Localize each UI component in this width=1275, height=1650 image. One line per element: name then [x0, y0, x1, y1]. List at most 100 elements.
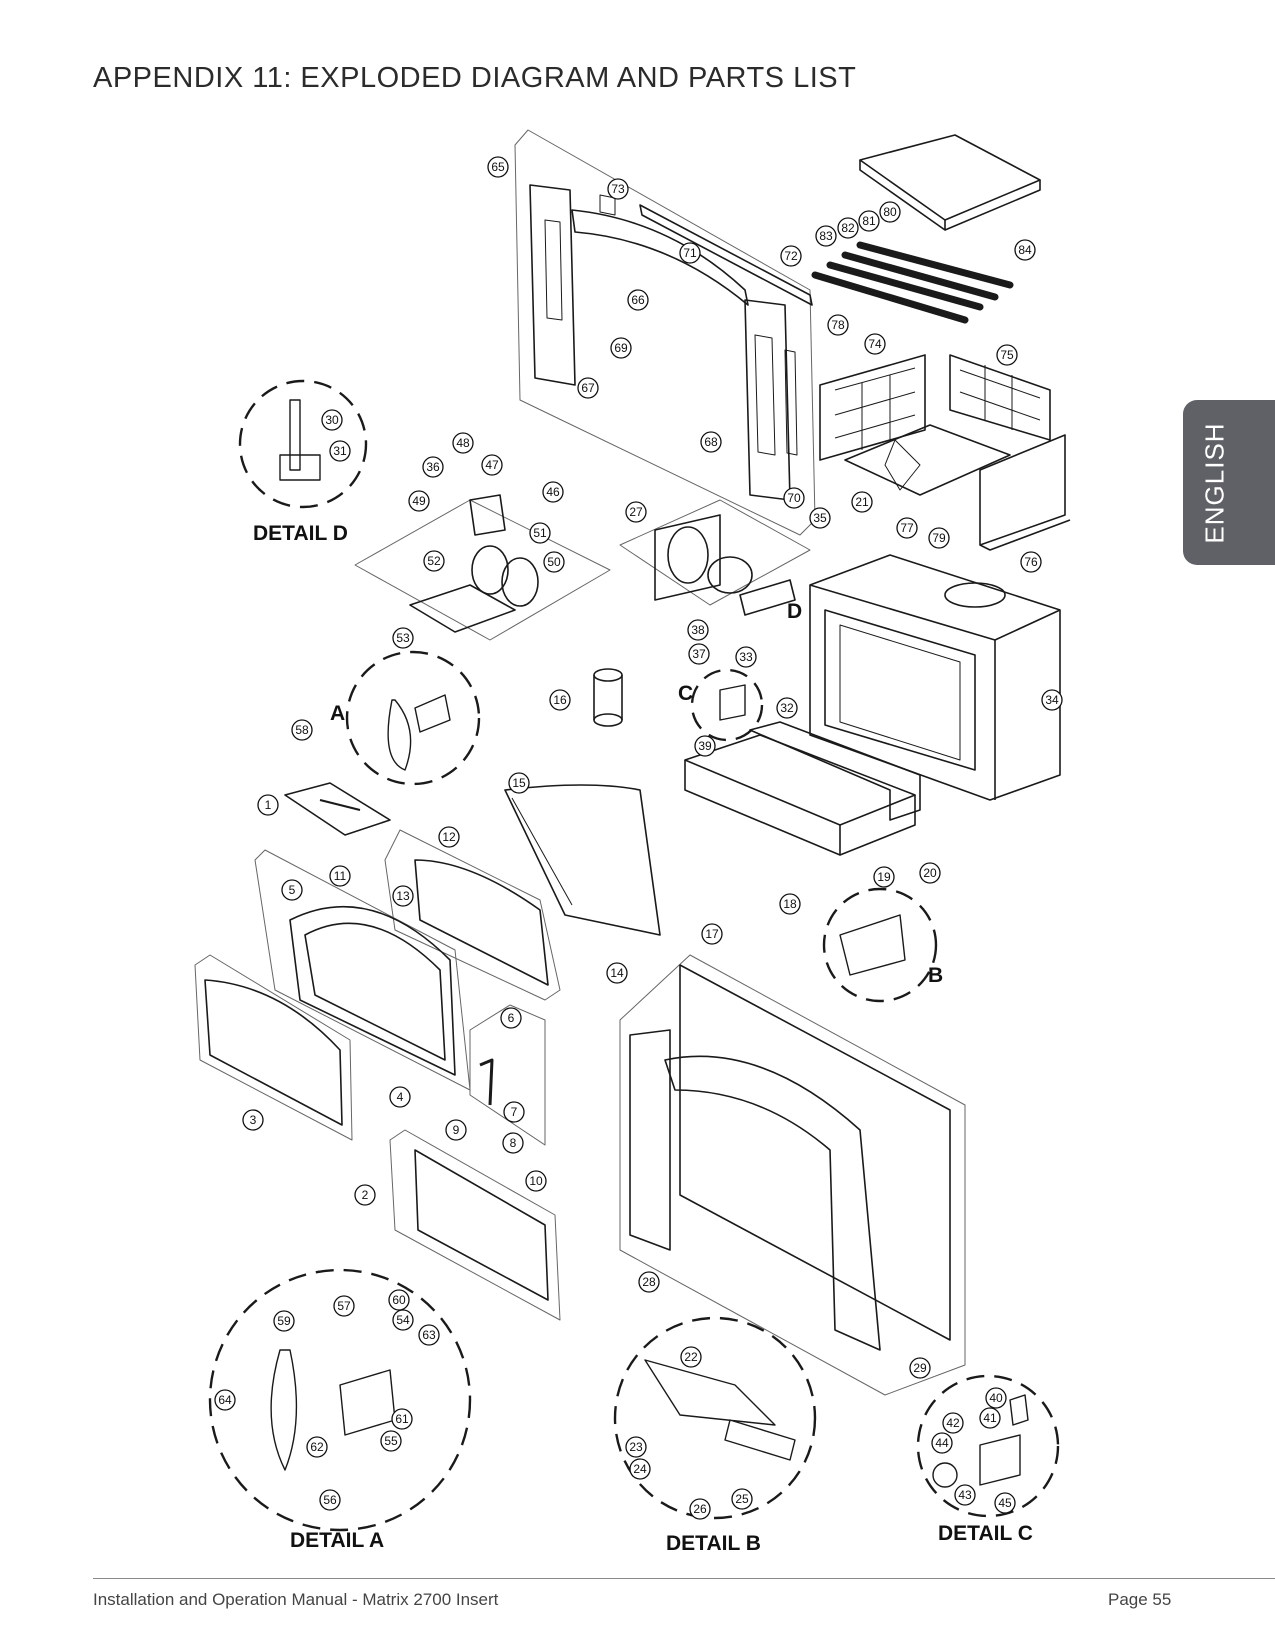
- callout-number: 9: [453, 1123, 460, 1137]
- callout-13: 13: [392, 885, 414, 907]
- top-plate-and-logs: [811, 134, 1041, 324]
- callout-number: 5: [289, 883, 296, 897]
- callout-number: 33: [739, 650, 753, 664]
- callout-balloon: [333, 1295, 355, 1317]
- callout-79: 79: [928, 527, 950, 549]
- callout-17: 17: [701, 923, 723, 945]
- callout-28: 28: [638, 1271, 660, 1293]
- callout-balloon: [994, 1492, 1016, 1514]
- callout-number: 42: [946, 1416, 960, 1430]
- callout-7: 7: [503, 1101, 525, 1123]
- callout-balloon: [780, 245, 802, 267]
- callout-balloon: [392, 627, 414, 649]
- callout-balloon: [873, 866, 895, 888]
- callout-balloon: [606, 962, 628, 984]
- callout-number: 84: [1018, 243, 1032, 257]
- callout-number: 11: [334, 869, 347, 883]
- callout-37: 37: [688, 643, 710, 665]
- callout-53: 53: [392, 627, 414, 649]
- callout-number: 35: [813, 511, 827, 525]
- footer-manual-title: Installation and Operation Manual - Matr…: [93, 1590, 499, 1609]
- callout-balloon: [503, 1101, 525, 1123]
- callout-number: 66: [631, 293, 645, 307]
- callout-number: 15: [512, 776, 526, 790]
- callout-3: 3: [242, 1109, 264, 1131]
- callout-number: 17: [705, 927, 719, 941]
- callout-number: 68: [704, 435, 718, 449]
- glass-frame: [384, 829, 561, 1001]
- callout-balloon: [779, 893, 801, 915]
- callout-balloon: [281, 879, 303, 901]
- callout-82: 82: [837, 217, 859, 239]
- callout-number: 36: [426, 460, 440, 474]
- callout-balloon: [508, 772, 530, 794]
- callout-number: 39: [698, 739, 712, 753]
- surround-assembly: [514, 129, 816, 536]
- handle-assembly: [469, 1004, 546, 1146]
- callout-84: 84: [1014, 239, 1036, 261]
- callout-60: 60: [388, 1289, 410, 1311]
- callout-balloon: [502, 1132, 524, 1154]
- callout-number: 25: [735, 1492, 749, 1506]
- callout-number: 22: [684, 1350, 698, 1364]
- callout-46: 46: [542, 481, 564, 503]
- callout-number: 83: [819, 229, 833, 243]
- callout-balloon: [354, 1184, 376, 1206]
- callout-22: 22: [680, 1346, 702, 1368]
- footer-page-number: Page 55: [1108, 1590, 1172, 1609]
- callout-number: 70: [787, 491, 801, 505]
- callout-4: 4: [389, 1086, 411, 1108]
- callout-number: 4: [397, 1090, 404, 1104]
- callout-balloon: [329, 865, 351, 887]
- callout-balloon: [688, 643, 710, 665]
- callout-number: 75: [1000, 348, 1014, 362]
- callout-83: 83: [815, 225, 837, 247]
- callout-11: 11: [329, 865, 351, 887]
- footer-rule: [93, 1578, 1275, 1579]
- callout-number: 47: [485, 458, 499, 472]
- callout-number: 82: [841, 221, 855, 235]
- callout-balloon: [896, 517, 918, 539]
- callout-26: 26: [689, 1498, 711, 1520]
- callout-balloon: [731, 1488, 753, 1510]
- language-tab[interactable]: ENGLISH: [1183, 400, 1275, 565]
- callout-balloon: [445, 1119, 467, 1141]
- callout-81: 81: [858, 210, 880, 232]
- callout-number: 19: [877, 870, 891, 884]
- callout-48: 48: [452, 432, 474, 454]
- callout-balloon: [851, 491, 873, 513]
- callout-number: 51: [533, 526, 547, 540]
- callout-number: 74: [868, 337, 882, 351]
- detail-label-c: DETAIL C: [938, 1522, 1033, 1545]
- callout-balloon: [389, 1086, 411, 1108]
- callout-balloon: [735, 646, 757, 668]
- callout-number: 65: [491, 160, 505, 174]
- callout-balloon: [392, 1309, 414, 1331]
- callout-number: 23: [629, 1440, 643, 1454]
- callout-41: 41: [979, 1407, 1001, 1429]
- callout-number: 32: [780, 701, 794, 715]
- callout-number: 78: [831, 318, 845, 332]
- callout-47: 47: [481, 454, 503, 476]
- callout-68: 68: [700, 431, 722, 453]
- callout-balloon: [827, 314, 849, 336]
- callout-number: 59: [277, 1314, 291, 1328]
- callout-29: 29: [909, 1357, 931, 1379]
- callout-24: 24: [629, 1458, 651, 1480]
- callout-balloon: [422, 456, 444, 478]
- callout-number: 41: [983, 1411, 997, 1425]
- callout-balloon: [418, 1324, 440, 1346]
- mesh-screen: [389, 1129, 561, 1321]
- page-title: APPENDIX 11: EXPLODED DIAGRAM AND PARTS …: [93, 62, 857, 94]
- callout-number: 34: [1045, 693, 1059, 707]
- callout-number: 14: [610, 966, 624, 980]
- callout-balloon: [529, 522, 551, 544]
- callout-number: 13: [396, 889, 410, 903]
- callout-number: 53: [396, 631, 410, 645]
- firebox-body: [809, 554, 1061, 801]
- callout-40: 40: [985, 1387, 1007, 1409]
- callout-51: 51: [529, 522, 551, 544]
- callout-balloon: [257, 794, 279, 816]
